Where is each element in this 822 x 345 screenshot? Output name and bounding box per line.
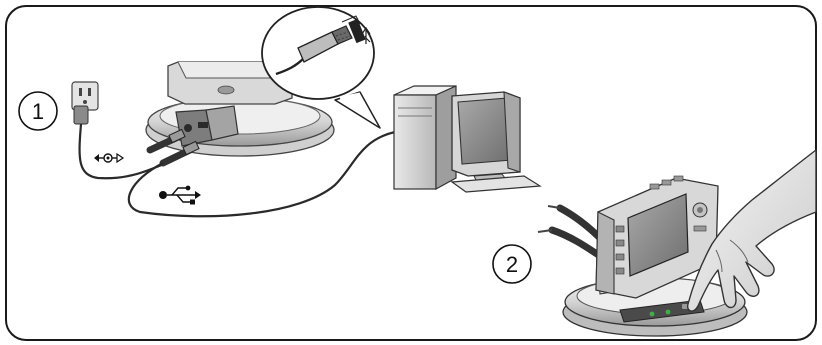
dock-led-green <box>666 310 671 315</box>
desktop-computer-icon <box>394 86 540 192</box>
step-1-number: 1 <box>32 99 44 124</box>
step-2-marker: 2 <box>493 245 531 283</box>
step-1-marker: 1 <box>19 92 57 130</box>
step-2-number: 2 <box>506 252 518 277</box>
dock-led-green <box>650 312 655 317</box>
